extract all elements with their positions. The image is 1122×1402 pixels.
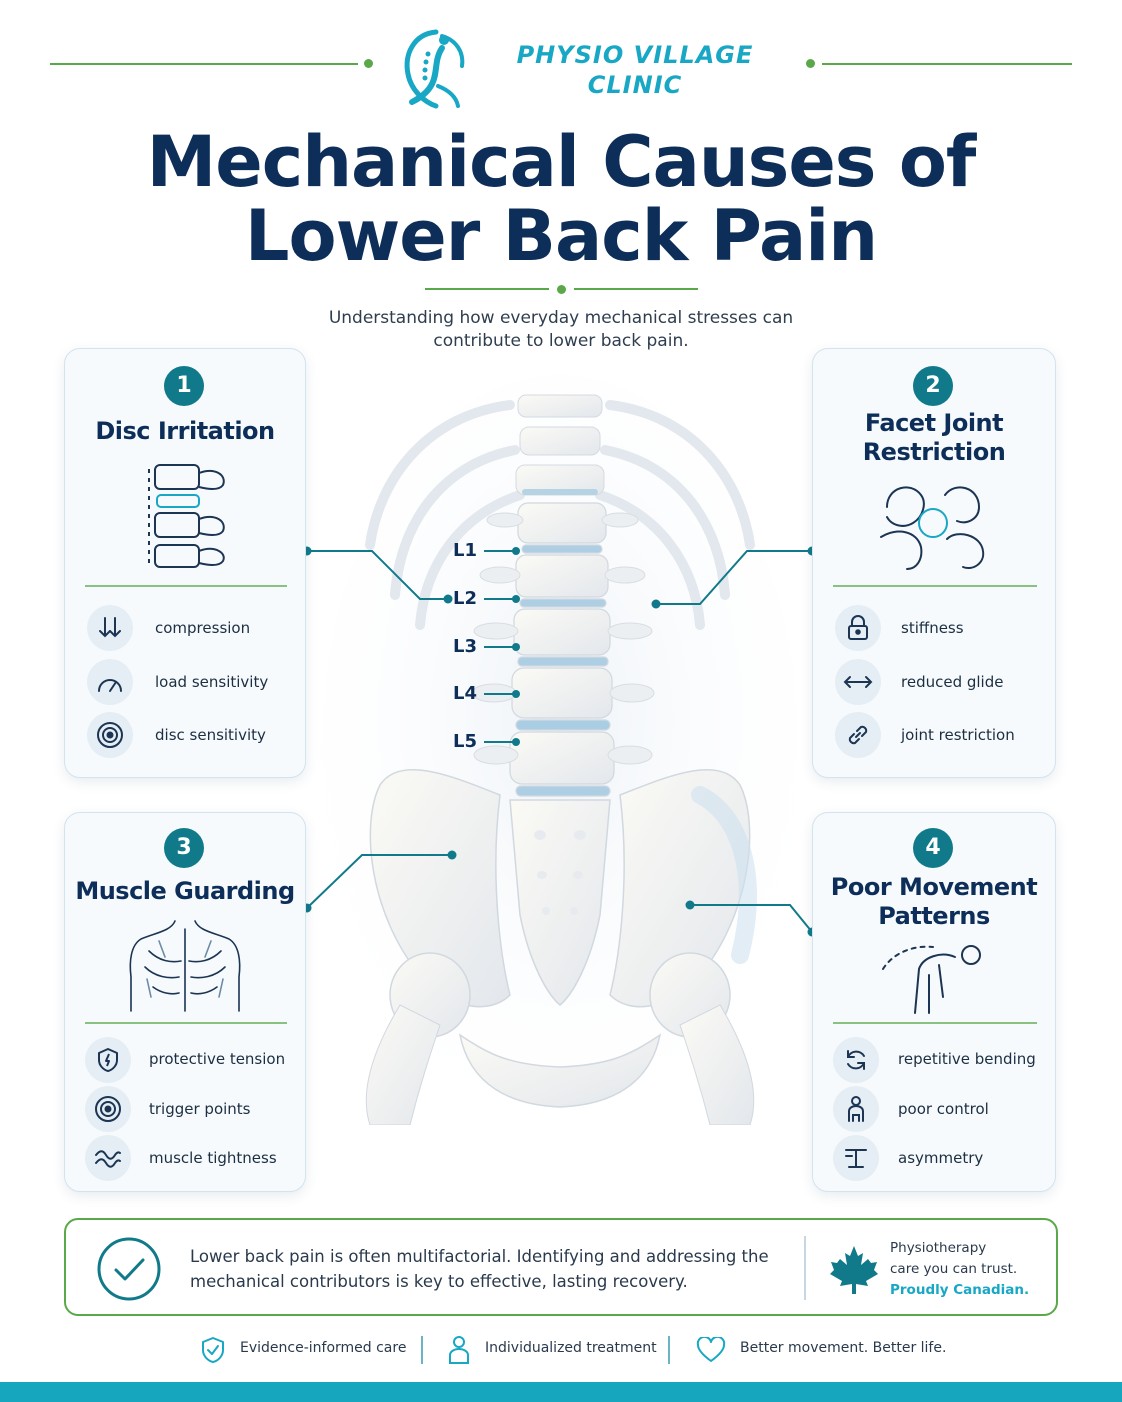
card-number-badge: 4	[913, 828, 953, 868]
vertebra-label-l2: L2	[453, 588, 477, 609]
lumbar-spine-pelvis-illustration	[320, 375, 800, 1125]
clinic-name-line2: CLINIC	[587, 71, 683, 99]
card-divider	[833, 585, 1037, 587]
footer-divider	[421, 1336, 423, 1364]
gauge-icon	[87, 659, 133, 705]
chain-link-icon	[835, 712, 881, 758]
clinic-name: PHYSIO VILLAGE CLINIC	[470, 40, 800, 100]
page-title-line1: Mechanical Causes of	[146, 121, 977, 203]
card-number-badge: 2	[913, 366, 953, 406]
target-icon	[85, 1086, 131, 1132]
subtitle-line1: Understanding how everyday mechanical st…	[328, 308, 794, 328]
header-rule-left	[50, 63, 358, 65]
card-divider	[833, 1022, 1037, 1024]
trust-statement: Physiotherapy care you can trust. Proudl…	[890, 1238, 1029, 1301]
item-label-reduced-glide: reduced glide	[901, 673, 1004, 691]
card-title-line2: Patterns	[878, 902, 990, 930]
summary-divider	[804, 1236, 806, 1300]
clinic-logo-icon	[404, 29, 465, 109]
card-poor-movement-patterns: 4 Poor Movement Patterns repetitive bend…	[812, 812, 1056, 1192]
item-label-disc-sensitivity: disc sensitivity	[155, 726, 266, 744]
vertebra-label-l5: L5	[453, 731, 477, 752]
title-rule-dot	[557, 285, 566, 294]
subtitle-line2: contribute to lower back pain.	[433, 331, 689, 351]
header-rule-right-dot	[806, 59, 815, 68]
item-label-trigger-points: trigger points	[149, 1100, 251, 1118]
spine-disc-icon	[148, 464, 225, 568]
card-title: Muscle Guarding	[75, 877, 295, 905]
footer-divider	[668, 1336, 670, 1364]
waves-icon	[85, 1135, 131, 1181]
header-rule-left-dot	[364, 59, 373, 68]
target-icon	[87, 712, 133, 758]
trust-line2: care you can trust.	[890, 1261, 1018, 1277]
person-icon	[833, 1086, 879, 1132]
card-number-badge: 1	[164, 366, 204, 406]
footer-individualized-treatment: Individualized treatment	[485, 1340, 657, 1356]
back-muscles-icon	[129, 920, 241, 1012]
header-rule-right	[822, 63, 1072, 65]
maple-leaf-icon	[830, 1246, 878, 1294]
bending-figure-icon	[882, 945, 981, 1014]
item-label-asymmetry: asymmetry	[898, 1149, 984, 1167]
double-arrow-icon	[835, 659, 881, 705]
title-rule-left	[425, 288, 549, 290]
page-title-line2: Lower Back Pain	[244, 195, 878, 277]
vertebra-label-l4: L4	[453, 683, 477, 704]
check-circle-icon	[97, 1237, 161, 1301]
title-rule-right	[574, 288, 698, 290]
refresh-icon	[833, 1037, 879, 1083]
item-label-compression: compression	[155, 619, 251, 637]
card-title: Disc Irritation	[95, 417, 275, 445]
clinic-name-line1: PHYSIO VILLAGE	[516, 41, 754, 69]
vertebra-label-l3: L3	[453, 636, 477, 657]
heart-icon	[696, 1337, 726, 1362]
footer-evidence-informed-care: Evidence-informed care	[240, 1340, 407, 1356]
shield-check-icon	[202, 1337, 224, 1363]
vertebra-label-l1: L1	[453, 540, 477, 561]
summary-text: Lower back pain is often multifactorial.…	[190, 1247, 769, 1291]
card-title-line1: Facet Joint	[864, 409, 1004, 437]
item-label-repetitive-bending: repetitive bending	[898, 1050, 1036, 1068]
card-muscle-guarding: 3 Muscle Guarding protective tension tri…	[64, 812, 306, 1192]
item-label-stiffness: stiffness	[901, 619, 964, 637]
item-label-poor-control: poor control	[898, 1100, 989, 1118]
trust-line1: Physiotherapy	[890, 1240, 987, 1256]
arrows-down-icon	[87, 605, 133, 651]
proudly-canadian: Proudly Canadian.	[890, 1282, 1030, 1298]
summary-box: Lower back pain is often multifactorial.…	[64, 1218, 1058, 1316]
card-title-line1: Poor Movement	[830, 873, 1038, 901]
shield-bolt-icon	[85, 1037, 131, 1083]
item-label-joint-restriction: joint restriction	[901, 726, 1015, 744]
facet-joint-icon	[880, 486, 985, 570]
card-title-line2: Restriction	[862, 438, 1006, 466]
item-label-load-sensitivity: load sensitivity	[155, 673, 269, 691]
card-disc-irritation: 1 Disc Irritation compression load sensi…	[64, 348, 306, 778]
card-divider	[85, 1022, 287, 1024]
lock-icon	[835, 605, 881, 651]
card-divider	[85, 585, 287, 587]
card-number-badge: 3	[164, 828, 204, 868]
card-facet-joint-restriction: 2 Facet Joint Restriction stiffness redu…	[812, 348, 1056, 778]
item-label-muscle-tightness: muscle tightness	[149, 1149, 277, 1167]
footer-better-movement: Better movement. Better life.	[740, 1340, 947, 1356]
person-outline-icon	[449, 1336, 469, 1364]
item-label-protective-tension: protective tension	[149, 1050, 286, 1068]
bottom-accent-bar	[0, 1382, 1122, 1402]
balance-icon	[833, 1135, 879, 1181]
